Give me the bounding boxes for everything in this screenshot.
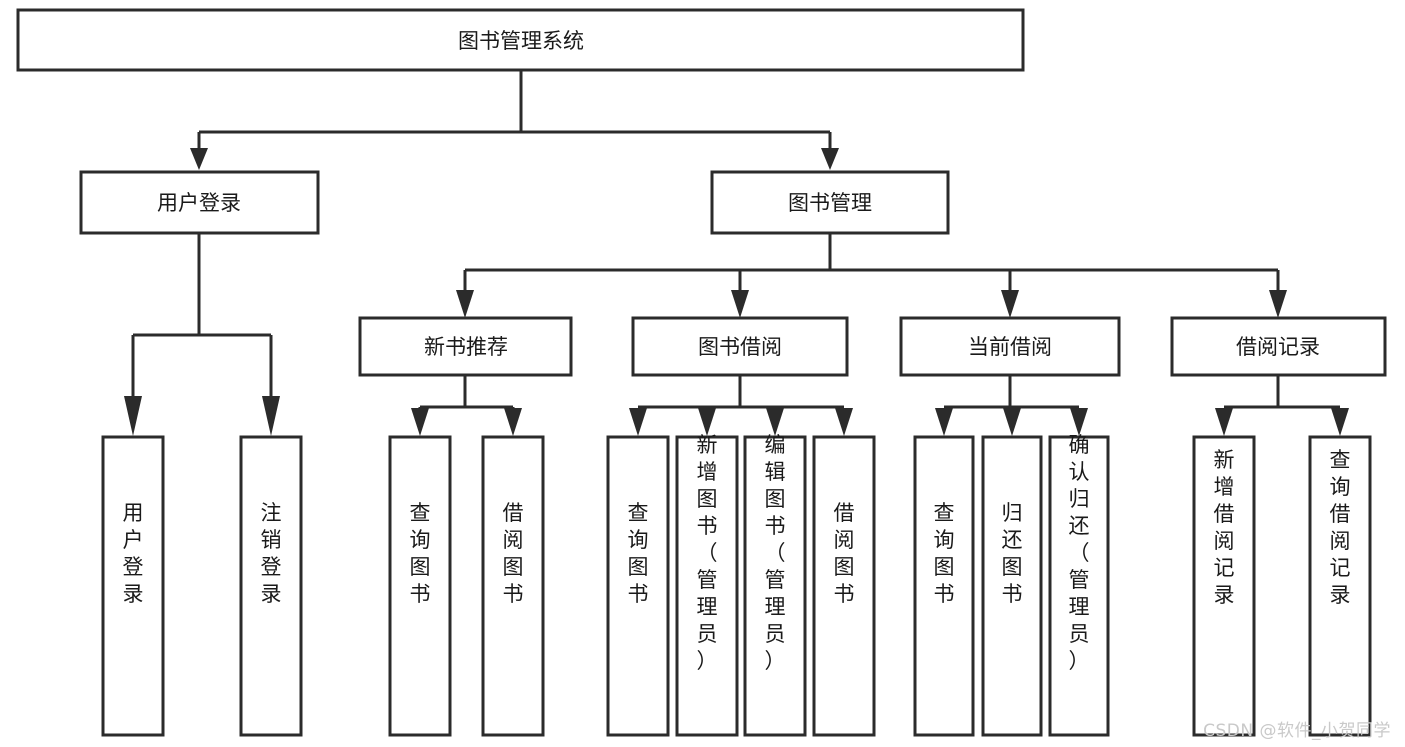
- leaf-book-borrow-0[interactable]: 查询图书: [606, 435, 670, 737]
- node-book-management[interactable]: 图书管理: [710, 170, 950, 235]
- node-user-login-label: 用户登录: [157, 191, 241, 215]
- leaf-current-borrow-0-box[interactable]: [913, 435, 975, 737]
- node-book-borrow-box[interactable]: [631, 316, 849, 377]
- leaf-borrow-record-0[interactable]: 新增借阅记录: [1192, 435, 1256, 737]
- leaf-current-borrow-2-box[interactable]: [1048, 435, 1110, 737]
- arrow-head-bookborrow-leaf-2: [698, 408, 716, 436]
- node-new-book-recommend-label: 新书推荐: [424, 335, 508, 359]
- node-current-borrow-label: 当前借阅: [968, 335, 1052, 359]
- leaf-book-borrow-3-label: 借阅图书: [834, 501, 855, 606]
- node-user-login-box[interactable]: [79, 170, 320, 235]
- leaf-current-borrow-1-label: 归还图书: [1002, 501, 1023, 606]
- leaf-user-login-1-label: 注销登录: [261, 501, 282, 606]
- node-new-book-recommend[interactable]: 新书推荐: [358, 316, 573, 377]
- connector-group-root: [190, 70, 839, 170]
- leaf-book-borrow-1-box[interactable]: [675, 435, 739, 737]
- leaf-user-login-1[interactable]: 注销登录: [239, 435, 303, 737]
- arrow-head-user-login-leaf: [124, 396, 142, 436]
- leaf-book-borrow-0-label: 查询图书: [628, 501, 649, 606]
- leaf-book-borrow-3[interactable]: 借阅图书: [812, 435, 876, 737]
- arrow-head-bookborrow-leaf-3: [766, 408, 784, 436]
- node-root-box[interactable]: [16, 8, 1025, 72]
- leaf-current-borrow-2-label: 确认归还（管理员）: [1069, 433, 1090, 673]
- arrow-head-bookmgmt: [821, 148, 839, 170]
- leaf-book-borrow-1-label: 新增图书（管理员）: [697, 433, 718, 673]
- node-book-management-label: 图书管理: [788, 191, 872, 215]
- node-current-borrow[interactable]: 当前借阅: [899, 316, 1121, 377]
- connector-group-userlogin: [124, 233, 280, 436]
- node-user-login[interactable]: 用户登录: [79, 170, 320, 235]
- arrow-head-newbook: [456, 290, 474, 318]
- leaf-user-login-0-label: 用户登录: [123, 501, 144, 606]
- leaf-user-login-0[interactable]: 用户登录: [101, 435, 165, 737]
- leaf-new-book-recommend-0[interactable]: 查询图书: [388, 435, 452, 737]
- arrow-head-bookborrow-leaf-1: [629, 408, 647, 436]
- arrow-head-currentborrow-leaf-3: [1070, 408, 1088, 436]
- leaf-borrow-record-0-box[interactable]: [1192, 435, 1256, 737]
- connector-group-bookmgmt: [456, 233, 1287, 318]
- node-book-management-box[interactable]: [710, 170, 950, 235]
- leaf-borrow-record-1-label: 查询借阅记录: [1330, 448, 1351, 607]
- leaf-book-borrow-3-box[interactable]: [812, 435, 876, 737]
- leaf-current-borrow-0[interactable]: 查询图书: [913, 435, 975, 737]
- leaf-new-book-recommend-1-box[interactable]: [481, 435, 545, 737]
- node-book-borrow[interactable]: 图书借阅: [631, 316, 849, 377]
- leaf-book-borrow-0-box[interactable]: [606, 435, 670, 737]
- leaf-user-login-0-box[interactable]: [101, 435, 165, 737]
- arrow-head-currentborrow: [1001, 290, 1019, 318]
- leaf-new-book-recommend-1[interactable]: 借阅图书: [481, 435, 545, 737]
- leaf-current-borrow-0-label: 查询图书: [934, 501, 955, 606]
- node-current-borrow-box[interactable]: [899, 316, 1121, 377]
- arrow-head-currentborrow-leaf-1: [935, 408, 953, 436]
- connector-group-bookborrow: [629, 376, 853, 436]
- leaf-borrow-record-1[interactable]: 查询借阅记录: [1308, 435, 1372, 737]
- arrow-head-bookborrow: [731, 290, 749, 318]
- arrow-head-currentborrow-leaf-2: [1003, 408, 1021, 436]
- node-new-book-recommend-box[interactable]: [358, 316, 573, 377]
- leaf-new-book-recommend-1-label: 借阅图书: [503, 501, 524, 606]
- arrow-head-borrowrecord-leaf-2: [1331, 408, 1349, 436]
- node-root[interactable]: 图书管理系统: [16, 8, 1025, 72]
- leaf-new-book-recommend-0-box[interactable]: [388, 435, 452, 737]
- arrow-head-borrowrecord: [1269, 290, 1287, 318]
- leaf-user-login-1-box[interactable]: [239, 435, 303, 737]
- leaf-book-borrow-2-label: 编辑图书（管理员）: [765, 433, 786, 673]
- leaf-current-borrow-1-box[interactable]: [981, 435, 1043, 737]
- leaf-book-borrow-1[interactable]: 新增图书（管理员）: [675, 433, 739, 737]
- connector-group-borrowrecord: [1215, 376, 1349, 436]
- node-book-borrow-label: 图书借阅: [698, 335, 782, 359]
- arrow-head-borrowrecord-leaf-1: [1215, 408, 1233, 436]
- arrow-head-bookborrow-leaf-4: [835, 408, 853, 436]
- leaf-current-borrow-2[interactable]: 确认归还（管理员）: [1048, 433, 1110, 737]
- csdn-watermark: CSDN @软件_小贺同学: [1203, 721, 1391, 741]
- arrow-head-newbook-leaf-2: [504, 408, 522, 436]
- arrow-head-logout-leaf: [262, 396, 280, 436]
- arrow-head-userlogin: [190, 148, 208, 170]
- leaf-new-book-recommend-0-label: 查询图书: [410, 501, 431, 606]
- node-borrow-record[interactable]: 借阅记录: [1170, 316, 1387, 377]
- connector-group-currentborrow: [935, 376, 1088, 436]
- connector-group-newbook: [411, 376, 522, 436]
- node-borrow-record-box[interactable]: [1170, 316, 1387, 377]
- node-borrow-record-label: 借阅记录: [1236, 335, 1320, 359]
- leaf-borrow-record-1-box[interactable]: [1308, 435, 1372, 737]
- leaf-current-borrow-1[interactable]: 归还图书: [981, 435, 1043, 737]
- node-root-label: 图书管理系统: [458, 29, 584, 53]
- leaf-book-borrow-2-box[interactable]: [743, 435, 807, 737]
- arrow-head-newbook-leaf-1: [411, 408, 429, 436]
- leaf-book-borrow-2[interactable]: 编辑图书（管理员）: [743, 433, 807, 737]
- leaf-borrow-record-0-label: 新增借阅记录: [1214, 448, 1235, 607]
